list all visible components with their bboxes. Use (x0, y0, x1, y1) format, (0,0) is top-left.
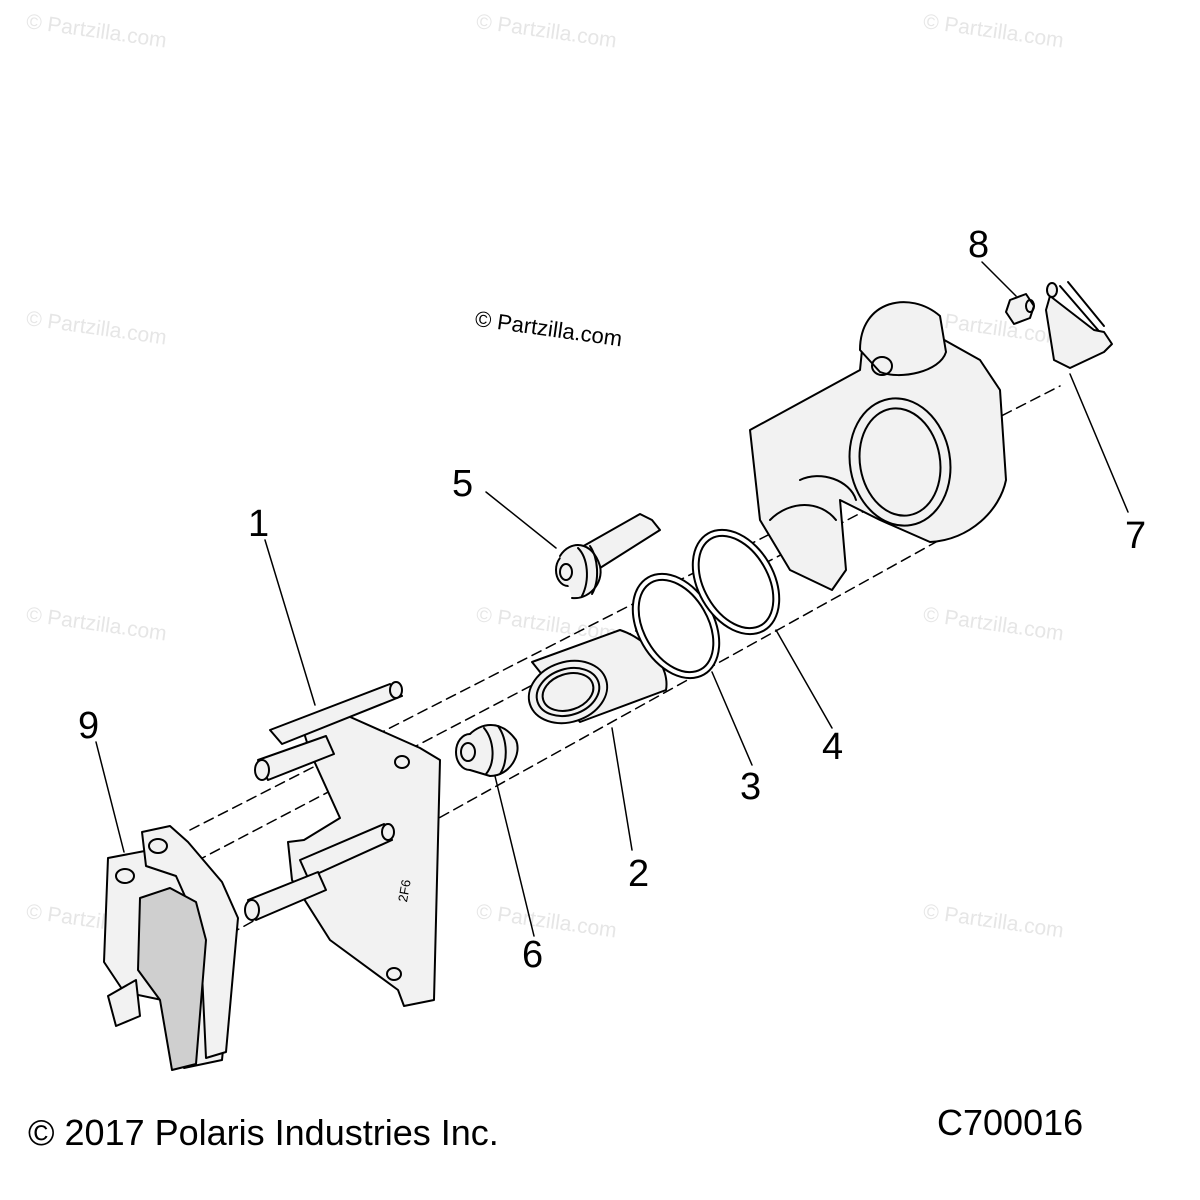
seal-outer (691, 528, 781, 636)
callout-4: 4 (822, 726, 844, 768)
brake-pads (103, 825, 239, 1071)
callout-1: 1 (248, 503, 270, 545)
caliper-bracket: 2F6 (244, 681, 441, 1007)
seal-inner (631, 572, 721, 680)
callout-5: 5 (452, 463, 474, 505)
bleeder-valve (1045, 281, 1113, 369)
part-stamp: 2F6 (395, 878, 414, 903)
caliper-body (749, 301, 1007, 591)
callout-8: 8 (968, 224, 990, 266)
slide-pin (555, 513, 661, 600)
drawing-number: C700016 (937, 1102, 1084, 1143)
boot-lower (455, 724, 519, 777)
callout-7: 7 (1125, 515, 1147, 557)
callout-9: 9 (78, 705, 100, 747)
callout-2: 2 (628, 853, 650, 895)
callout-3: 3 (740, 766, 762, 808)
bleeder-cap (1005, 293, 1035, 325)
leader-lines (95, 261, 1129, 937)
piston (527, 629, 668, 725)
copyright-text: © 2017 Polaris Industries Inc. (28, 1112, 499, 1153)
callout-6: 6 (522, 934, 544, 976)
